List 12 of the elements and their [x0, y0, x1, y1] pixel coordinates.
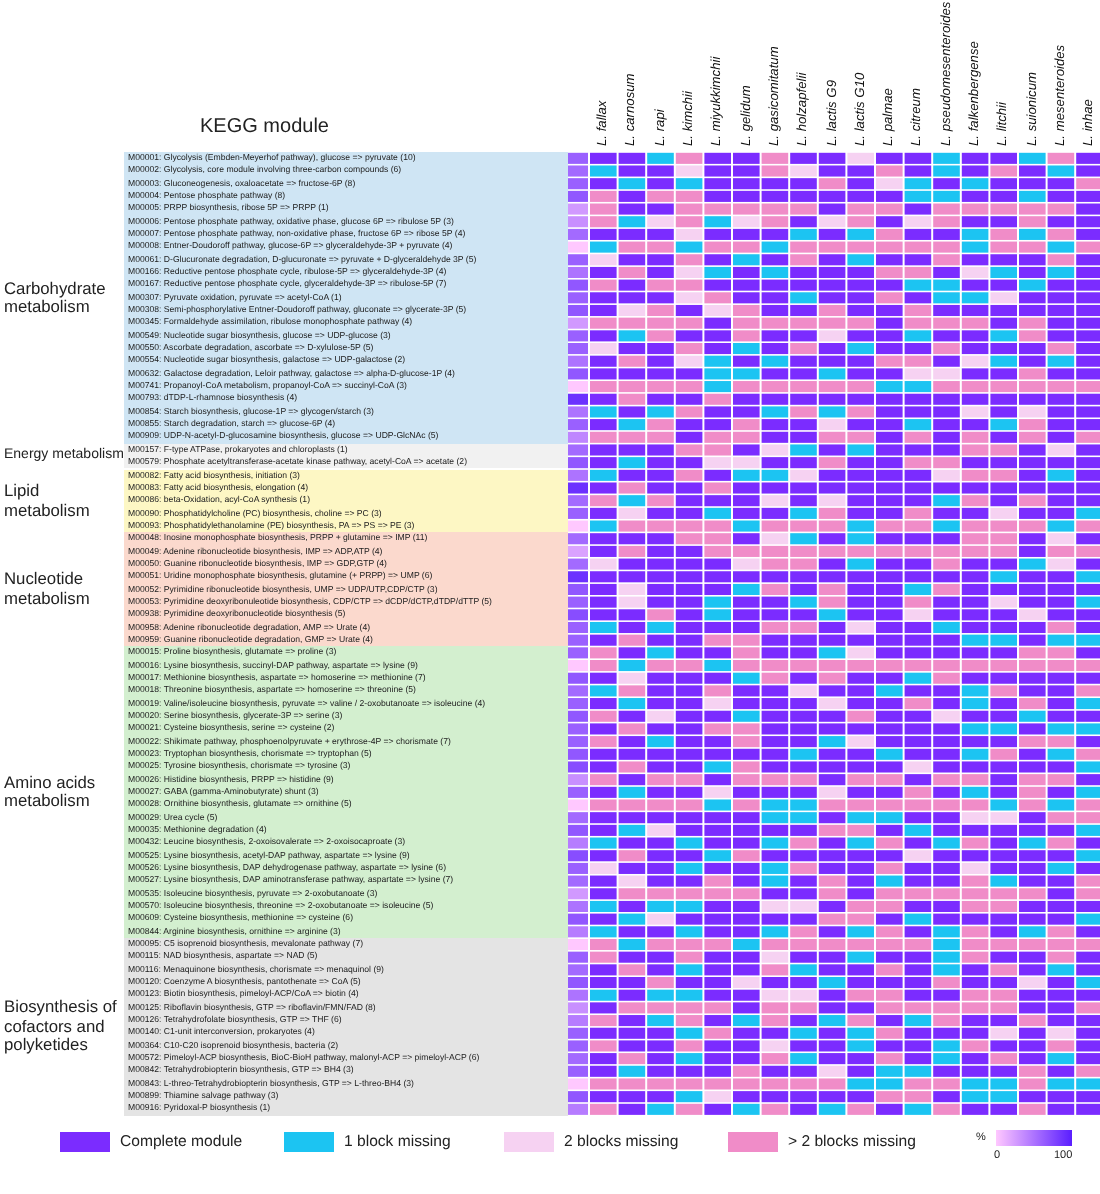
- column-heading: KEGG module: [200, 116, 329, 138]
- category-label: Carbohydrate metabolism: [4, 279, 108, 317]
- category-label: Lipid metabolism: [4, 482, 92, 520]
- category-band: [0, 469, 568, 533]
- category-band: [0, 532, 568, 647]
- category-label: Biosynthesis of cofactors and polyketides: [4, 998, 119, 1056]
- category-band: [0, 938, 568, 1116]
- category-band: [0, 443, 568, 469]
- category-band: [0, 152, 568, 444]
- category-band: [0, 646, 568, 939]
- category-label: Nucleotide metabolism: [4, 570, 92, 609]
- category-label: Amino acids metabolism: [4, 773, 98, 812]
